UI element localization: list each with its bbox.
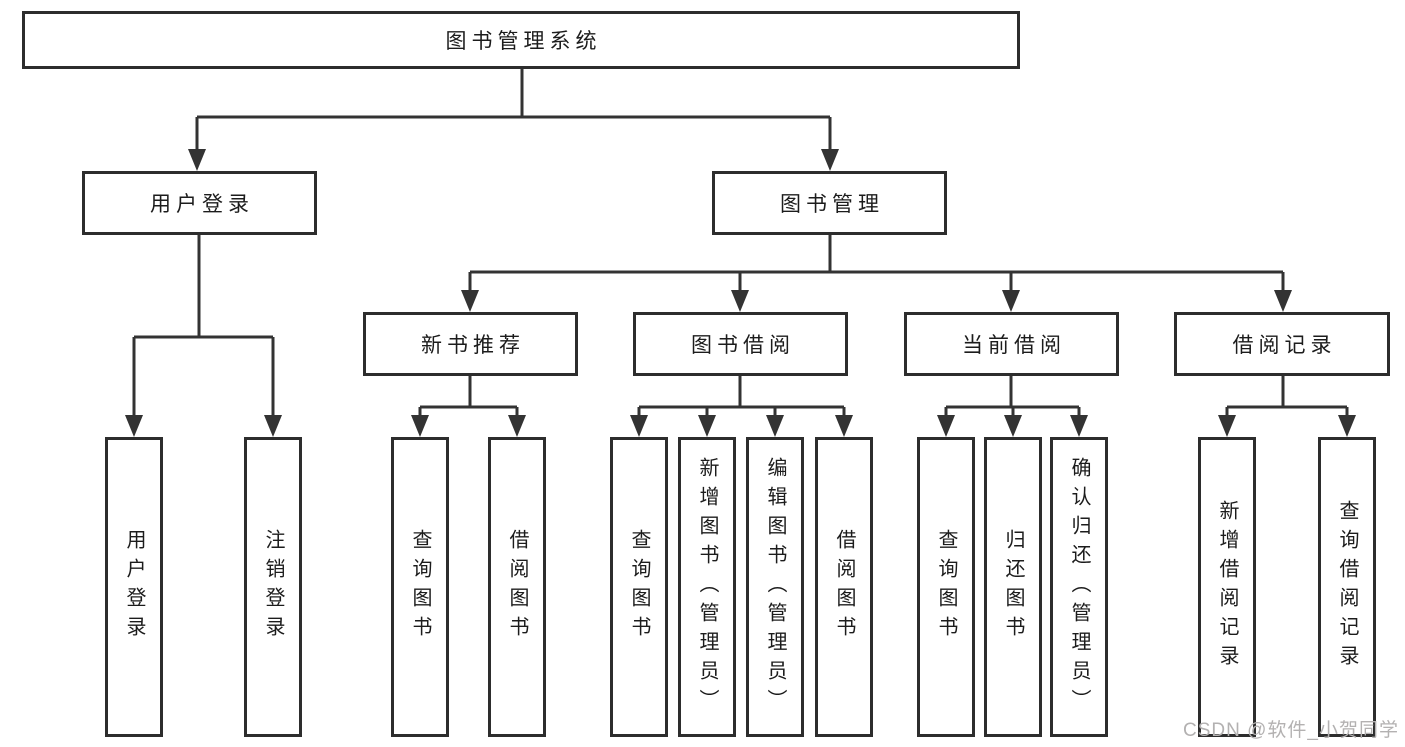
connector-user-login xyxy=(132,235,275,419)
leaf-nb-borrow-books: 借阅图书 xyxy=(488,437,546,737)
leaf-user-login: 用户登录 xyxy=(105,437,163,737)
leaf-label: 新增借阅记录 xyxy=(1216,500,1238,674)
leaf-cb-query-books: 查询图书 xyxy=(917,437,975,737)
connector-book-borrow xyxy=(637,376,846,419)
watermark: CSDN @软件_小贺同学 xyxy=(1183,720,1399,741)
leaf-label: 编辑图书（管理员） xyxy=(764,456,786,718)
leaf-label: 查询图书 xyxy=(409,529,431,645)
leaf-logout: 注销登录 xyxy=(244,437,302,737)
node-book-borrow: 图书借阅 xyxy=(633,312,848,376)
connector-root xyxy=(195,69,832,152)
leaf-label: 新增图书（管理员） xyxy=(696,456,718,718)
connector-borrow-records xyxy=(1225,376,1349,419)
leaf-label: 查询借阅记录 xyxy=(1336,500,1358,674)
leaf-label: 归还图书 xyxy=(1002,529,1024,645)
connector-current-borrow xyxy=(944,376,1081,419)
leaf-label: 借阅图书 xyxy=(506,529,528,645)
leaf-label: 注销登录 xyxy=(262,529,284,645)
node-borrow-records: 借阅记录 xyxy=(1174,312,1390,376)
node-label: 图书管理 xyxy=(780,193,884,216)
node-label: 图书管理系统 xyxy=(445,30,602,53)
leaf-label: 确认归还（管理员） xyxy=(1068,456,1090,718)
leaf-bb-add-books-admin: 新增图书（管理员） xyxy=(678,437,736,737)
node-current-borrow: 当前借阅 xyxy=(904,312,1119,376)
node-label: 用户登录 xyxy=(150,193,254,216)
node-label: 新书推荐 xyxy=(421,334,525,357)
node-library-management-system: 图书管理系统 xyxy=(22,11,1020,69)
leaf-br-add-record: 新增借阅记录 xyxy=(1198,437,1256,737)
node-label: 图书借阅 xyxy=(691,334,795,357)
connector-book-management xyxy=(468,235,1285,294)
leaf-label: 用户登录 xyxy=(123,529,145,645)
leaf-bb-borrow-books: 借阅图书 xyxy=(815,437,873,737)
leaf-label: 查询图书 xyxy=(935,529,957,645)
node-book-management: 图书管理 xyxy=(712,171,947,235)
leaf-label: 借阅图书 xyxy=(833,529,855,645)
leaf-nb-query-books: 查询图书 xyxy=(391,437,449,737)
leaf-bb-query-books: 查询图书 xyxy=(610,437,668,737)
node-user-login: 用户登录 xyxy=(82,171,317,235)
leaf-bb-edit-books-admin: 编辑图书（管理员） xyxy=(746,437,804,737)
connector-new-book-recommend xyxy=(418,376,519,419)
leaf-cb-return-books: 归还图书 xyxy=(984,437,1042,737)
leaf-label: 查询图书 xyxy=(628,529,650,645)
leaf-cb-confirm-return-admin: 确认归还（管理员） xyxy=(1050,437,1108,737)
node-label: 当前借阅 xyxy=(962,334,1066,357)
node-label: 借阅记录 xyxy=(1232,334,1337,357)
node-new-book-recommend: 新书推荐 xyxy=(363,312,578,376)
leaf-br-query-record: 查询借阅记录 xyxy=(1318,437,1376,737)
arrowheads xyxy=(125,149,1356,437)
